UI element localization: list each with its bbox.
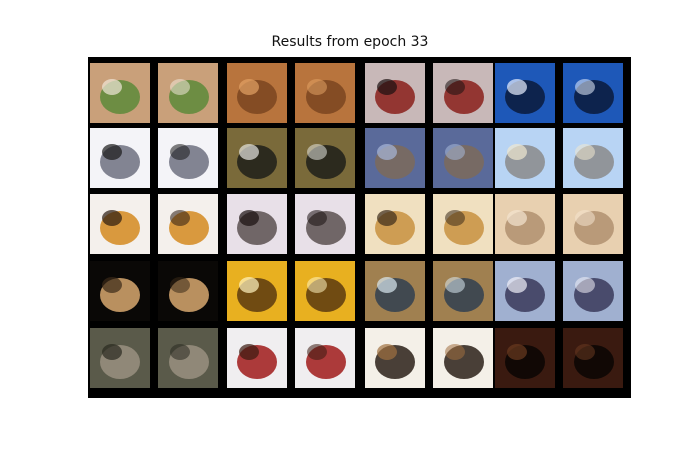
reconstructed-image-cat [433,128,493,188]
input-image-cat [227,63,287,123]
image-grid-panel [88,57,631,398]
reconstructed-image-car [563,63,623,123]
input-image-bird [227,261,287,321]
input-image-dog [227,128,287,188]
reconstructed-image-bird [295,261,355,321]
figure-title: Results from epoch 33 [271,34,429,50]
reconstructed-image-bird [158,328,218,388]
reconstructed-image-cat [563,128,623,188]
input-image-horse [90,261,150,321]
reconstructed-image-deer [563,328,623,388]
input-image-cat [495,128,555,188]
reconstructed-image-cat [295,328,355,388]
input-image-cat [495,261,555,321]
input-image-cat [495,194,555,254]
reconstructed-image-cat [433,328,493,388]
reconstructed-image-cat [563,261,623,321]
input-image-dog [365,194,425,254]
reconstructed-image-cat [433,63,493,123]
input-image-dog [365,261,425,321]
input-image-horse [90,128,150,188]
input-image-car [495,63,555,123]
input-image-cat [365,128,425,188]
reconstructed-image-dog [295,128,355,188]
reconstructed-image-dog [433,194,493,254]
reconstructed-image-cat [295,63,355,123]
reconstructed-image-dog [433,261,493,321]
reconstructed-image-cat [295,194,355,254]
input-image-bird [90,328,150,388]
input-image-deer [495,328,555,388]
input-image-cat [365,328,425,388]
input-image-deer [90,63,150,123]
reconstructed-image-horse [158,261,218,321]
input-image-cat [227,328,287,388]
reconstructed-image-dog [158,194,218,254]
reconstructed-image-cat [563,194,623,254]
input-image-dog [90,194,150,254]
input-image-cat [365,63,425,123]
input-image-cat [227,194,287,254]
reconstructed-image-deer [158,63,218,123]
reconstructed-image-horse [158,128,218,188]
